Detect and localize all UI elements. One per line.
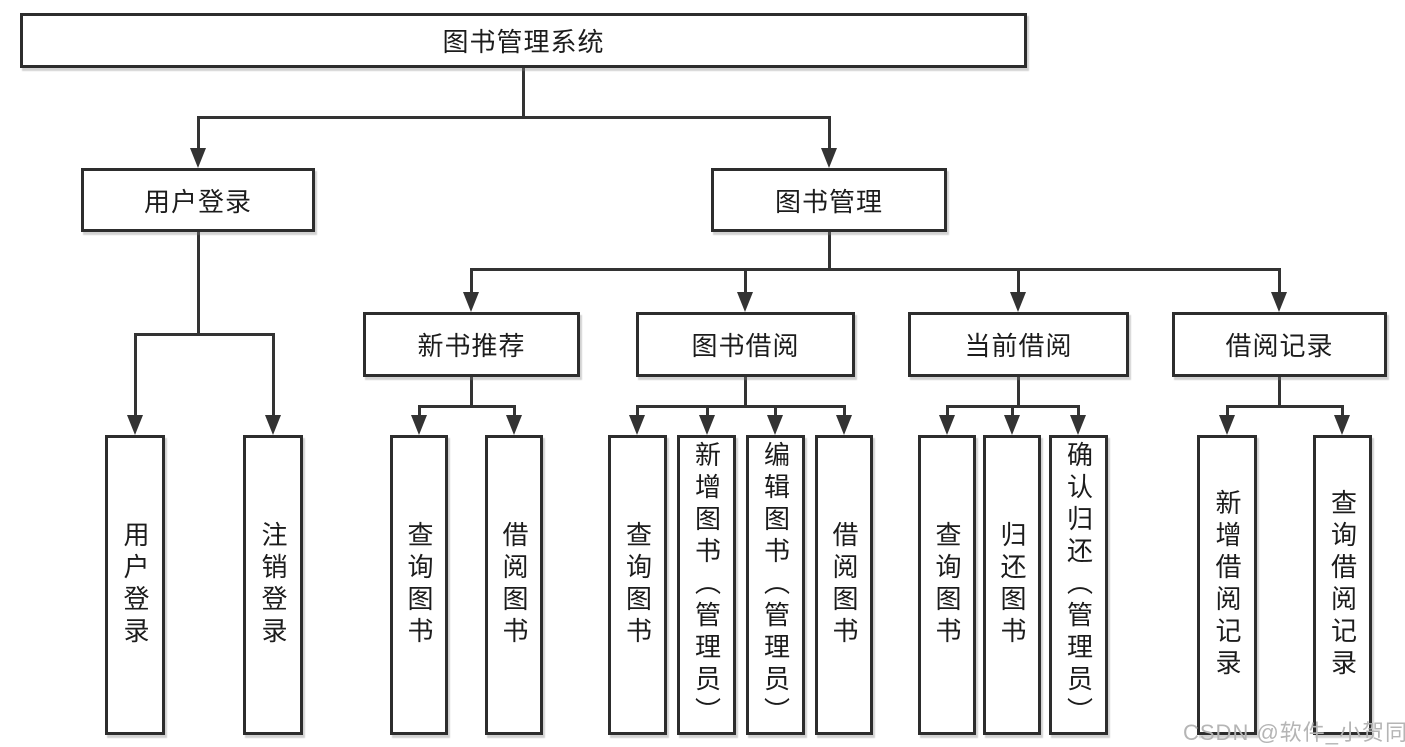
node-root-library-system: 图书管理系统: [20, 13, 1027, 68]
leaf-add-books-admin: 新增图书（管理员）: [677, 435, 736, 735]
arrow-down-icon: [265, 415, 281, 435]
leaf-confirm-return-admin-label: 确认归还（管理员）: [1063, 441, 1094, 729]
leaf-query-books-recommend: 查询图书: [390, 435, 448, 735]
connector-line: [197, 116, 831, 119]
connector-line: [843, 405, 846, 417]
arrow-down-icon: [939, 415, 955, 435]
leaf-add-books-admin-label: 新增图书（管理员）: [691, 441, 722, 729]
connector-line: [470, 268, 1280, 271]
connector-line: [134, 333, 274, 336]
connector-line: [1226, 405, 1344, 408]
arrow-down-icon: [1010, 292, 1026, 312]
connector-line: [828, 232, 831, 271]
connector-line: [1341, 405, 1344, 417]
connector-line: [470, 268, 473, 294]
node-current-borrowing: 当前借阅: [908, 312, 1129, 377]
leaf-query-borrow-record-label: 查询借阅记录: [1327, 489, 1358, 681]
node-new-book-recommend: 新书推荐: [363, 312, 580, 377]
leaf-borrow-books-label: 借阅图书: [829, 521, 859, 649]
leaf-query-books-current-label: 查询图书: [932, 521, 962, 649]
leaf-query-books-current: 查询图书: [918, 435, 976, 735]
connector-line: [1011, 405, 1014, 417]
leaf-edit-books-admin: 编辑图书（管理员）: [746, 435, 805, 735]
node-book-management: 图书管理: [711, 168, 947, 232]
csdn-watermark: CSDN @软件_小贺同学: [1183, 720, 1405, 745]
leaf-return-books-label: 归还图书: [997, 521, 1027, 649]
connector-line: [828, 116, 831, 150]
leaf-borrow-books-recommend: 借阅图书: [485, 435, 543, 735]
connector-line: [744, 268, 747, 294]
arrow-down-icon: [127, 415, 143, 435]
connector-line: [197, 232, 200, 335]
connector-line: [636, 405, 846, 408]
arrow-down-icon: [821, 148, 837, 168]
connector-line: [418, 405, 516, 408]
leaf-query-books-borrowing: 查询图书: [608, 435, 667, 735]
connector-line: [1017, 268, 1020, 294]
node-borrowing-records: 借阅记录: [1172, 312, 1387, 377]
leaf-user-login-label: 用户登录: [120, 521, 150, 649]
leaf-confirm-return-admin: 确认归还（管理员）: [1049, 435, 1108, 735]
connector-line: [1017, 377, 1020, 408]
node-user-login: 用户登录: [81, 168, 315, 232]
connector-line: [744, 377, 747, 408]
connector-line: [706, 405, 709, 417]
arrow-down-icon: [1271, 292, 1287, 312]
arrow-down-icon: [629, 415, 645, 435]
node-book-borrowing: 图书借阅: [636, 312, 855, 377]
node-book-borrowing-label: 图书借阅: [691, 331, 800, 361]
arrow-down-icon: [767, 415, 783, 435]
leaf-logout-label: 注销登录: [258, 521, 288, 649]
connector-line: [513, 405, 516, 417]
connector-line: [418, 405, 421, 417]
arrow-down-icon: [1219, 415, 1235, 435]
arrow-down-icon: [411, 415, 427, 435]
connector-line: [134, 333, 137, 417]
connector-line: [197, 116, 200, 150]
arrow-down-icon: [737, 292, 753, 312]
leaf-add-borrow-record: 新增借阅记录: [1197, 435, 1257, 735]
arrow-down-icon: [836, 415, 852, 435]
node-user-login-label: 用户登录: [143, 186, 252, 217]
arrow-down-icon: [1070, 415, 1086, 435]
node-new-book-recommend-label: 新书推荐: [417, 331, 526, 361]
arrow-down-icon: [506, 415, 522, 435]
connector-line: [522, 68, 525, 118]
leaf-borrow-books: 借阅图书: [815, 435, 873, 735]
connector-line: [470, 377, 473, 408]
leaf-logout: 注销登录: [243, 435, 303, 735]
leaf-query-books-borrowing-label: 查询图书: [622, 521, 653, 649]
leaf-query-borrow-record: 查询借阅记录: [1313, 435, 1372, 735]
connector-line: [1278, 268, 1281, 294]
node-current-borrowing-label: 当前借阅: [964, 331, 1073, 361]
node-borrowing-records-label: 借阅记录: [1225, 331, 1334, 361]
arrow-down-icon: [463, 292, 479, 312]
connector-line: [636, 405, 639, 417]
arrow-down-icon: [190, 148, 206, 168]
leaf-query-books-recommend-label: 查询图书: [404, 521, 434, 649]
node-book-management-label: 图书管理: [774, 186, 883, 217]
arrow-down-icon: [1004, 415, 1020, 435]
leaf-return-books: 归还图书: [983, 435, 1041, 735]
leaf-user-login: 用户登录: [105, 435, 165, 735]
leaf-edit-books-admin-label: 编辑图书（管理员）: [760, 441, 791, 729]
leaf-add-borrow-record-label: 新增借阅记录: [1212, 489, 1242, 681]
connector-line: [1278, 377, 1281, 408]
connector-line: [1077, 405, 1080, 417]
arrow-down-icon: [699, 415, 715, 435]
connector-line: [774, 405, 777, 417]
connector-line: [272, 333, 275, 417]
leaf-borrow-books-recommend-label: 借阅图书: [499, 521, 529, 649]
connector-line: [946, 405, 949, 417]
connector-line: [1226, 405, 1229, 417]
node-root-label: 图书管理系统: [442, 27, 605, 57]
arrow-down-icon: [1334, 415, 1350, 435]
